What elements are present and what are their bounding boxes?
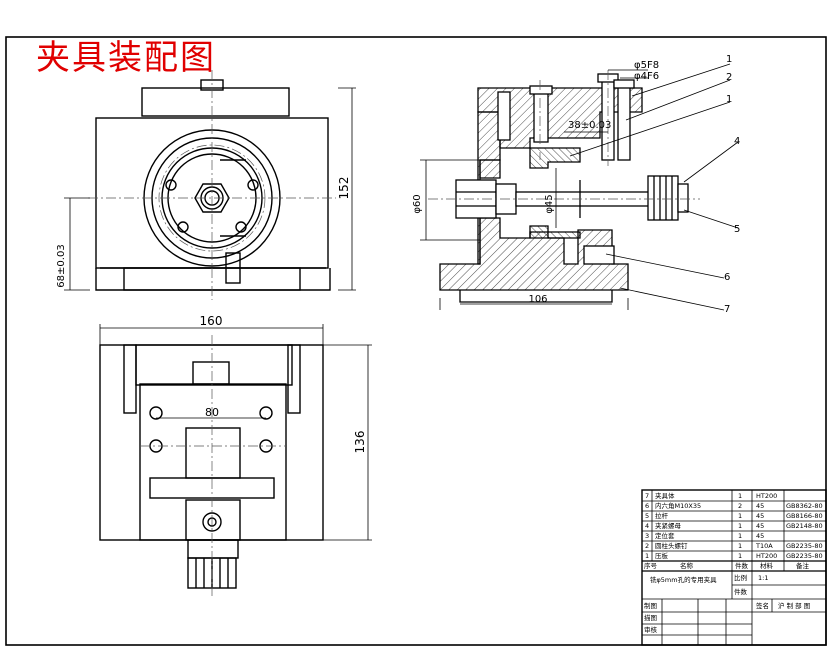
dim-bolt-span: 80 — [205, 406, 219, 419]
dim-top-width: 160 — [200, 314, 223, 328]
dim-pin-dia: φ4F6 — [634, 71, 659, 82]
header-qty: 件数 — [735, 561, 749, 570]
title-block: 铣φ5mm孔的专用夹具 比例 1:1 件数 制图 描图 审核 签名 沪 制 部 … — [644, 573, 810, 634]
part-std: GB2148-80 — [786, 522, 823, 530]
part-no: 3 — [645, 532, 649, 540]
top-view-centerlines — [140, 335, 286, 596]
balloon-1b: 1 — [726, 94, 732, 105]
top-view — [99, 344, 324, 589]
part-material: T10A — [755, 542, 773, 550]
part-no: 7 — [645, 492, 649, 500]
ratio-label: 比例 — [734, 573, 747, 582]
part-std: GB2235-80 — [786, 552, 823, 560]
part-name: 圆柱头螺钉 — [655, 541, 688, 550]
leader-lines — [569, 63, 739, 311]
drawing-name: 铣φ5mm孔的专用夹具 — [650, 575, 717, 584]
front-view-centerlines — [88, 70, 336, 300]
dim-bore-outer: φ60 — [412, 194, 423, 213]
part-no: 6 — [645, 502, 649, 510]
balloon-2: 2 — [726, 72, 732, 83]
section-dims — [420, 69, 648, 310]
front-view-dims — [64, 87, 356, 291]
checker-label: 描图 — [644, 613, 657, 622]
part-qty: 1 — [738, 552, 742, 560]
header-std: 备注 — [796, 561, 810, 570]
part-material: HT200 — [756, 492, 777, 500]
dim-hole-dia: φ5F8 — [634, 60, 659, 71]
balloon-7: 7 — [724, 304, 730, 315]
part-qty: 2 — [738, 502, 742, 510]
sheet-label: 件数 — [734, 587, 748, 596]
part-no: 2 — [645, 542, 649, 550]
part-no: 4 — [645, 522, 649, 530]
part-std: GB2235-80 — [786, 542, 823, 550]
parts-list: 7 夹具体 1 HT200 6 内六角M10X35 2 45 GB8362-80… — [644, 491, 823, 570]
part-std: GB8362-80 — [786, 502, 823, 510]
part-no: 5 — [645, 512, 649, 520]
part-name: 夹具体 — [655, 491, 675, 500]
part-name: 夹紧螺母 — [655, 521, 682, 530]
part-std: GB8166-80 — [786, 512, 823, 520]
part-name: 内六角M10X35 — [655, 501, 701, 510]
reviewer-label: 审核 — [644, 625, 658, 634]
front-view — [95, 79, 331, 291]
part-name: 定位套 — [655, 531, 675, 540]
part-qty: 1 — [738, 522, 742, 530]
part-name: 拉杆 — [655, 511, 669, 520]
balloon-5: 5 — [734, 224, 740, 235]
title-block-grid — [641, 489, 827, 646]
part-material: 45 — [756, 502, 764, 510]
dim-base-len: 106 — [528, 294, 547, 305]
dim-bore-inner: φ45 — [544, 194, 555, 213]
balloon-4: 4 — [734, 136, 740, 147]
part-material: HT200 — [756, 552, 777, 560]
sheet-border — [5, 36, 827, 646]
dim-top-depth: 136 — [353, 431, 367, 454]
part-qty: 1 — [738, 542, 742, 550]
part-material: 45 — [756, 512, 764, 520]
ratio-value: 1:1 — [758, 574, 768, 582]
dim-front-center: 68±0.03 — [56, 244, 67, 287]
part-qty: 1 — [738, 492, 742, 500]
part-qty: 1 — [738, 532, 742, 540]
school-name: 沪 制 部 图 — [778, 601, 810, 610]
header-no: 序号 — [644, 561, 658, 570]
header-material: 材料 — [760, 561, 774, 570]
section-centerlines — [428, 70, 700, 200]
part-name: 压板 — [655, 551, 669, 560]
part-qty: 1 — [738, 512, 742, 520]
dim-side-height: 152 — [337, 177, 351, 200]
part-material: 45 — [756, 532, 764, 540]
section-view — [439, 73, 689, 303]
part-material: 45 — [756, 522, 764, 530]
top-view-dims — [99, 324, 372, 541]
sign-label: 签名 — [756, 601, 769, 610]
dim-offset: 38±0.03 — [568, 120, 611, 131]
balloon-1a: 1 — [726, 54, 732, 65]
part-no: 1 — [645, 552, 649, 560]
header-name: 名称 — [680, 561, 694, 570]
balloon-6: 6 — [724, 272, 730, 283]
drawing-title: 夹具装配图 — [36, 38, 216, 78]
designer-label: 制图 — [644, 601, 657, 610]
